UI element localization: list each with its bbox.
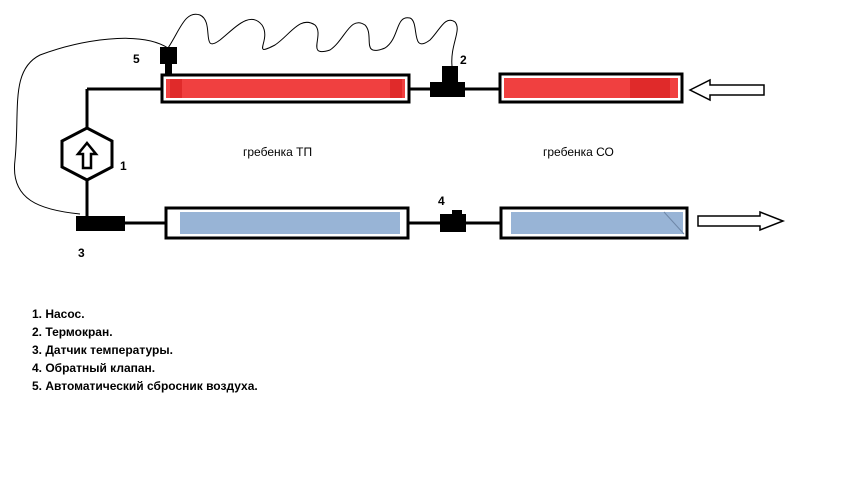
manifold-co-return [499,206,689,240]
legend-item-check-valve: 4. Обратный клапан. [32,361,156,375]
temperature-sensor-icon [76,216,125,231]
outlet-arrow-icon [697,210,786,232]
manifold-co-label: гребенка СО [543,145,614,159]
marker-2: 2 [460,53,467,67]
marker-4: 4 [438,194,445,208]
marker-5: 5 [133,52,140,66]
air-vent-icon [160,47,177,75]
legend-item-pump: 1. Насос. [32,307,85,321]
manifold-tp-label: гребенка ТП [243,145,313,159]
inlet-arrow-icon [688,78,765,102]
manifold-co-supply [498,72,684,104]
manifold-tp-supply [160,73,411,104]
marker-1: 1 [120,159,127,173]
check-valve-icon [440,210,466,232]
legend: 1. Насос. 2. Термокран. 3. Датчик темпер… [32,305,258,395]
manifold-tp-return [164,206,410,240]
legend-item-thermo-valve: 2. Термокран. [32,325,113,339]
legend-item-temp-sensor: 3. Датчик температуры. [32,343,173,357]
capillary-wire [13,13,458,215]
legend-item-air-vent: 5. Автоматический сбросник воздуха. [32,379,258,393]
marker-3: 3 [78,246,85,260]
thermo-valve-icon [430,66,465,97]
pump-icon [60,126,114,182]
